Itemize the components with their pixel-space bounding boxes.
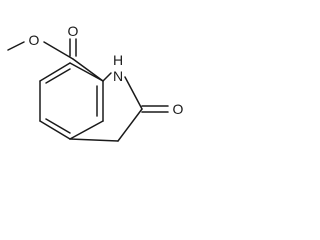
- n-ring-c7a-bond: [102, 72, 112, 82]
- molecule-diagram: O O H N O: [0, 0, 188, 188]
- aromatic-inner-bond-3: [45, 68, 71, 84]
- ester-carbonyl-oxygen-label: O: [68, 23, 79, 39]
- structure-svg: O O H N O: [7, 23, 184, 142]
- lactam-c-ch2-bond: [117, 108, 143, 142]
- ring-bond-c6-c7: [69, 62, 104, 82]
- ch2-c3a-bond: [69, 138, 119, 142]
- lactam-oxygen-label: O: [173, 101, 184, 117]
- ring-nitrogen-label: N: [113, 68, 123, 84]
- methyl-bond: [7, 41, 25, 51]
- ester-ether-oxygen-label: O: [29, 32, 40, 48]
- ring-nitrogen-hydrogen-label: H: [113, 52, 123, 68]
- ring-bond-c5-c6: [39, 62, 71, 82]
- ring-bond-c7a-c3a: [69, 120, 104, 140]
- ring-bond-c3a-c4: [39, 120, 71, 140]
- n-carbonyl-c-bond: [124, 76, 143, 110]
- ether-o-carbonyl-c-bond: [43, 41, 74, 60]
- carbonyl-c-ring-bond: [72, 58, 104, 82]
- aromatic-inner-bond-2: [45, 118, 71, 134]
